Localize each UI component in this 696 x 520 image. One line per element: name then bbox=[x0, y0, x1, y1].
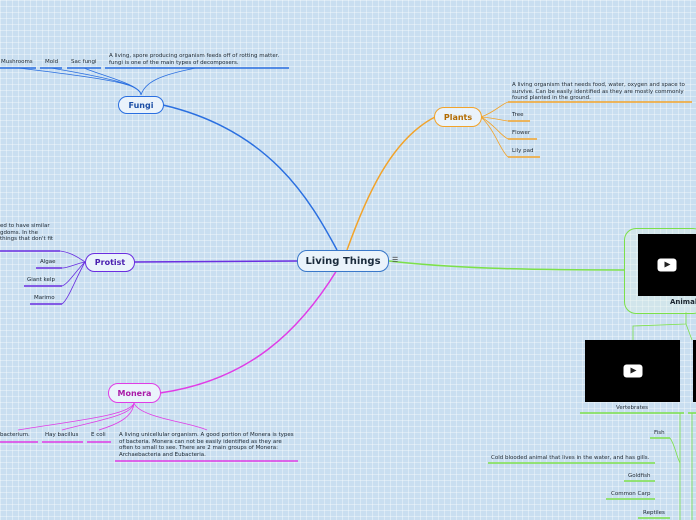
monera-child-e-coli[interactable]: E coli bbox=[91, 432, 106, 439]
protist-description-fragment[interactable]: ed to have similar gdoms. In the things … bbox=[0, 223, 53, 243]
animals-label: Animal bbox=[670, 298, 696, 306]
monera-child-bacterium[interactable]: bacterium. bbox=[0, 432, 30, 439]
list-icon[interactable]: ☰ bbox=[392, 256, 398, 264]
protist-child-giant-kelp[interactable]: Giant kelp bbox=[27, 277, 55, 284]
monera-node[interactable]: Monera bbox=[108, 383, 161, 403]
monera-label: Monera bbox=[118, 389, 152, 398]
goldfish-label[interactable]: Goldfish bbox=[628, 473, 650, 480]
plants-child-flower[interactable]: Flower bbox=[512, 130, 530, 137]
play-icon[interactable] bbox=[658, 259, 677, 272]
protist-label: Protist bbox=[95, 258, 125, 267]
plants-child-lily-pad[interactable]: Lily pad bbox=[512, 148, 533, 155]
fungi-child-sac-fungi[interactable]: Sac fungi bbox=[71, 59, 97, 66]
fungi-node[interactable]: Fungi bbox=[118, 96, 164, 114]
play-icon[interactable] bbox=[623, 365, 642, 378]
vertebrates-video[interactable] bbox=[585, 340, 680, 402]
vertebrates-label[interactable]: Vertebrates bbox=[616, 405, 648, 412]
monera-description[interactable]: A living unicellular organism. A good po… bbox=[119, 432, 297, 458]
root-node[interactable]: Living Things bbox=[297, 250, 389, 272]
monera-child-hay-bacillus[interactable]: Hay bacillus bbox=[45, 432, 78, 439]
protist-node[interactable]: Protist bbox=[85, 253, 135, 272]
plants-node[interactable]: Plants bbox=[434, 107, 482, 127]
fungi-label: Fungi bbox=[129, 101, 154, 110]
fungi-description[interactable]: A living, spore producing organism feeds… bbox=[109, 53, 289, 66]
common-carp-label[interactable]: Common Carp bbox=[611, 491, 650, 498]
fungi-child-mold[interactable]: Mold bbox=[45, 59, 58, 66]
plants-label: Plants bbox=[444, 113, 472, 122]
animals-video[interactable] bbox=[638, 234, 696, 296]
plants-child-tree[interactable]: Tree bbox=[512, 112, 523, 119]
reptiles-label[interactable]: Reptiles bbox=[643, 510, 665, 517]
fungi-child-mushrooms[interactable]: Mushrooms bbox=[1, 59, 33, 66]
root-label: Living Things bbox=[305, 256, 380, 267]
fish-description[interactable]: Cold blooded animal that lives in the wa… bbox=[491, 455, 649, 462]
protist-child-algae[interactable]: Algae bbox=[40, 259, 56, 266]
fish-label[interactable]: Fish bbox=[654, 430, 665, 437]
protist-child-marimo[interactable]: Marimo bbox=[34, 295, 55, 302]
plants-description[interactable]: A living organism that needs food, water… bbox=[512, 82, 692, 102]
